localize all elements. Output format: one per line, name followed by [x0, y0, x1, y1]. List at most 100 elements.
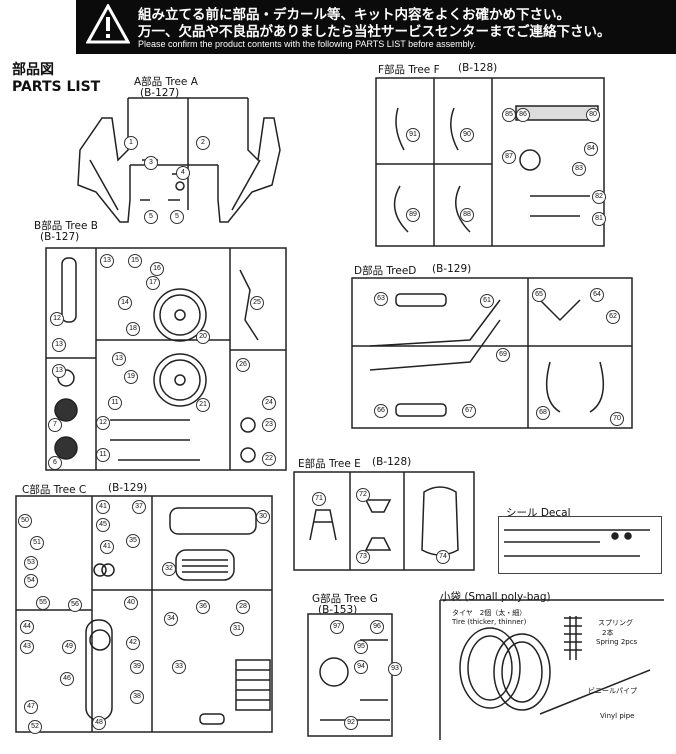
part-number: 31 — [230, 622, 244, 636]
part-number: 67 — [462, 404, 476, 418]
part-number: 47 — [24, 700, 38, 714]
part-number: 2 — [196, 136, 210, 150]
tree-f-code: (B-128) — [458, 62, 498, 74]
part-number: 13 — [52, 338, 66, 352]
pipe-en: Vinyl pipe — [600, 712, 635, 720]
part-number: 20 — [196, 330, 210, 344]
part-number: 12 — [50, 312, 64, 326]
part-number: 34 — [164, 612, 178, 626]
tree-d-code: (B-129) — [432, 263, 472, 275]
tree-f-label: F部品 Tree F — [378, 64, 440, 76]
part-number: 89 — [406, 208, 420, 222]
heading-jp: 部品図 — [12, 62, 54, 78]
part-number: 41 — [100, 540, 114, 554]
tree-g-label: G部品 Tree G — [312, 593, 378, 605]
part-number: 5 — [144, 210, 158, 224]
part-number: 69 — [496, 348, 510, 362]
part-number: 14 — [118, 296, 132, 310]
part-number: 12 — [96, 416, 110, 430]
part-number: 43 — [20, 640, 34, 654]
part-number: 22 — [262, 452, 276, 466]
notice-line-english: Please confirm the product contents with… — [138, 39, 477, 49]
tree-c-code: (B-129) — [108, 482, 148, 494]
part-number: 92 — [344, 716, 358, 730]
part-number: 11 — [96, 448, 110, 462]
tree-c-sprue — [15, 495, 273, 733]
part-number: 40 — [124, 596, 138, 610]
part-number: 32 — [162, 562, 176, 576]
part-number: 95 — [354, 640, 368, 654]
part-number: 28 — [236, 600, 250, 614]
part-number: 46 — [60, 672, 74, 686]
part-number: 35 — [126, 534, 140, 548]
notice-line-2: 万一、欠品や不良品がありましたら当社サービスセンターまでご連絡下さい。 — [138, 24, 611, 40]
part-number: 16 — [150, 262, 164, 276]
part-number: 71 — [312, 492, 326, 506]
warning-banner: 組み立てる前に部品・デカール等、キット内容をよくお確かめ下さい。 万一、欠品や不… — [76, 0, 676, 54]
part-number: 37 — [132, 500, 146, 514]
part-number: 11 — [108, 396, 122, 410]
part-number: 4 — [176, 166, 190, 180]
part-number: 83 — [572, 162, 586, 176]
warning-triangle-icon — [86, 4, 130, 44]
part-number: 41 — [96, 500, 110, 514]
tree-g-code: (B-153) — [318, 604, 358, 616]
part-number: 5 — [170, 210, 184, 224]
part-number: 66 — [374, 404, 388, 418]
spring-en: Spring 2pcs — [596, 638, 638, 646]
part-number: 88 — [460, 208, 474, 222]
part-number: 26 — [236, 358, 250, 372]
part-number: 62 — [606, 310, 620, 324]
tree-e-code: (B-128) — [372, 456, 412, 468]
tire-en: Tire (thicker, thinner) — [452, 618, 527, 626]
part-number: 53 — [24, 556, 38, 570]
part-number: 85 — [502, 108, 516, 122]
part-number: 39 — [130, 660, 144, 674]
tree-a-code: (B-127) — [140, 87, 180, 99]
part-number: 17 — [146, 276, 160, 290]
part-number: 61 — [480, 294, 494, 308]
part-number: 65 — [532, 288, 546, 302]
tree-a-sprue — [77, 97, 281, 223]
part-number: 23 — [262, 418, 276, 432]
part-number: 55 — [36, 596, 50, 610]
tree-b-label: B部品 Tree B — [34, 220, 98, 232]
part-number: 49 — [62, 640, 76, 654]
tree-d-label: D部品 TreeD — [354, 265, 417, 277]
part-number: 82 — [592, 190, 606, 204]
notice-line-1: 組み立てる前に部品・デカール等、キット内容をよくお確かめ下さい。 — [138, 7, 570, 23]
spring-jp: スプリング — [598, 619, 633, 627]
tree-e-label: E部品 Tree E — [298, 458, 361, 470]
part-number: 13 — [52, 364, 66, 378]
part-number: 63 — [374, 292, 388, 306]
part-number: 90 — [460, 128, 474, 142]
part-number: 80 — [586, 108, 600, 122]
part-number: 7 — [48, 418, 62, 432]
part-number: 42 — [126, 636, 140, 650]
part-number: 97 — [330, 620, 344, 634]
tree-c-label: C部品 Tree C — [22, 484, 87, 496]
part-number: 13 — [100, 254, 114, 268]
part-number: 56 — [68, 598, 82, 612]
part-number: 13 — [112, 352, 126, 366]
part-number: 3 — [144, 156, 158, 170]
parts-list-heading: 部品図 PARTS LIST — [12, 62, 100, 96]
decal-sheet — [498, 516, 662, 574]
part-number: 96 — [370, 620, 384, 634]
part-number: 54 — [24, 574, 38, 588]
part-number: 18 — [126, 322, 140, 336]
spring-qty: 2本 — [602, 629, 614, 637]
part-number: 33 — [172, 660, 186, 674]
tire-jp: タイヤ 2個（太・細） — [452, 609, 527, 617]
part-number: 44 — [20, 620, 34, 634]
part-number: 38 — [130, 690, 144, 704]
part-number: 72 — [356, 488, 370, 502]
part-number: 6 — [48, 456, 62, 470]
part-number: 91 — [406, 128, 420, 142]
part-number: 15 — [128, 254, 142, 268]
part-number: 52 — [28, 720, 42, 734]
part-number: 81 — [592, 212, 606, 226]
part-number: 24 — [262, 396, 276, 410]
part-number: 87 — [502, 150, 516, 164]
